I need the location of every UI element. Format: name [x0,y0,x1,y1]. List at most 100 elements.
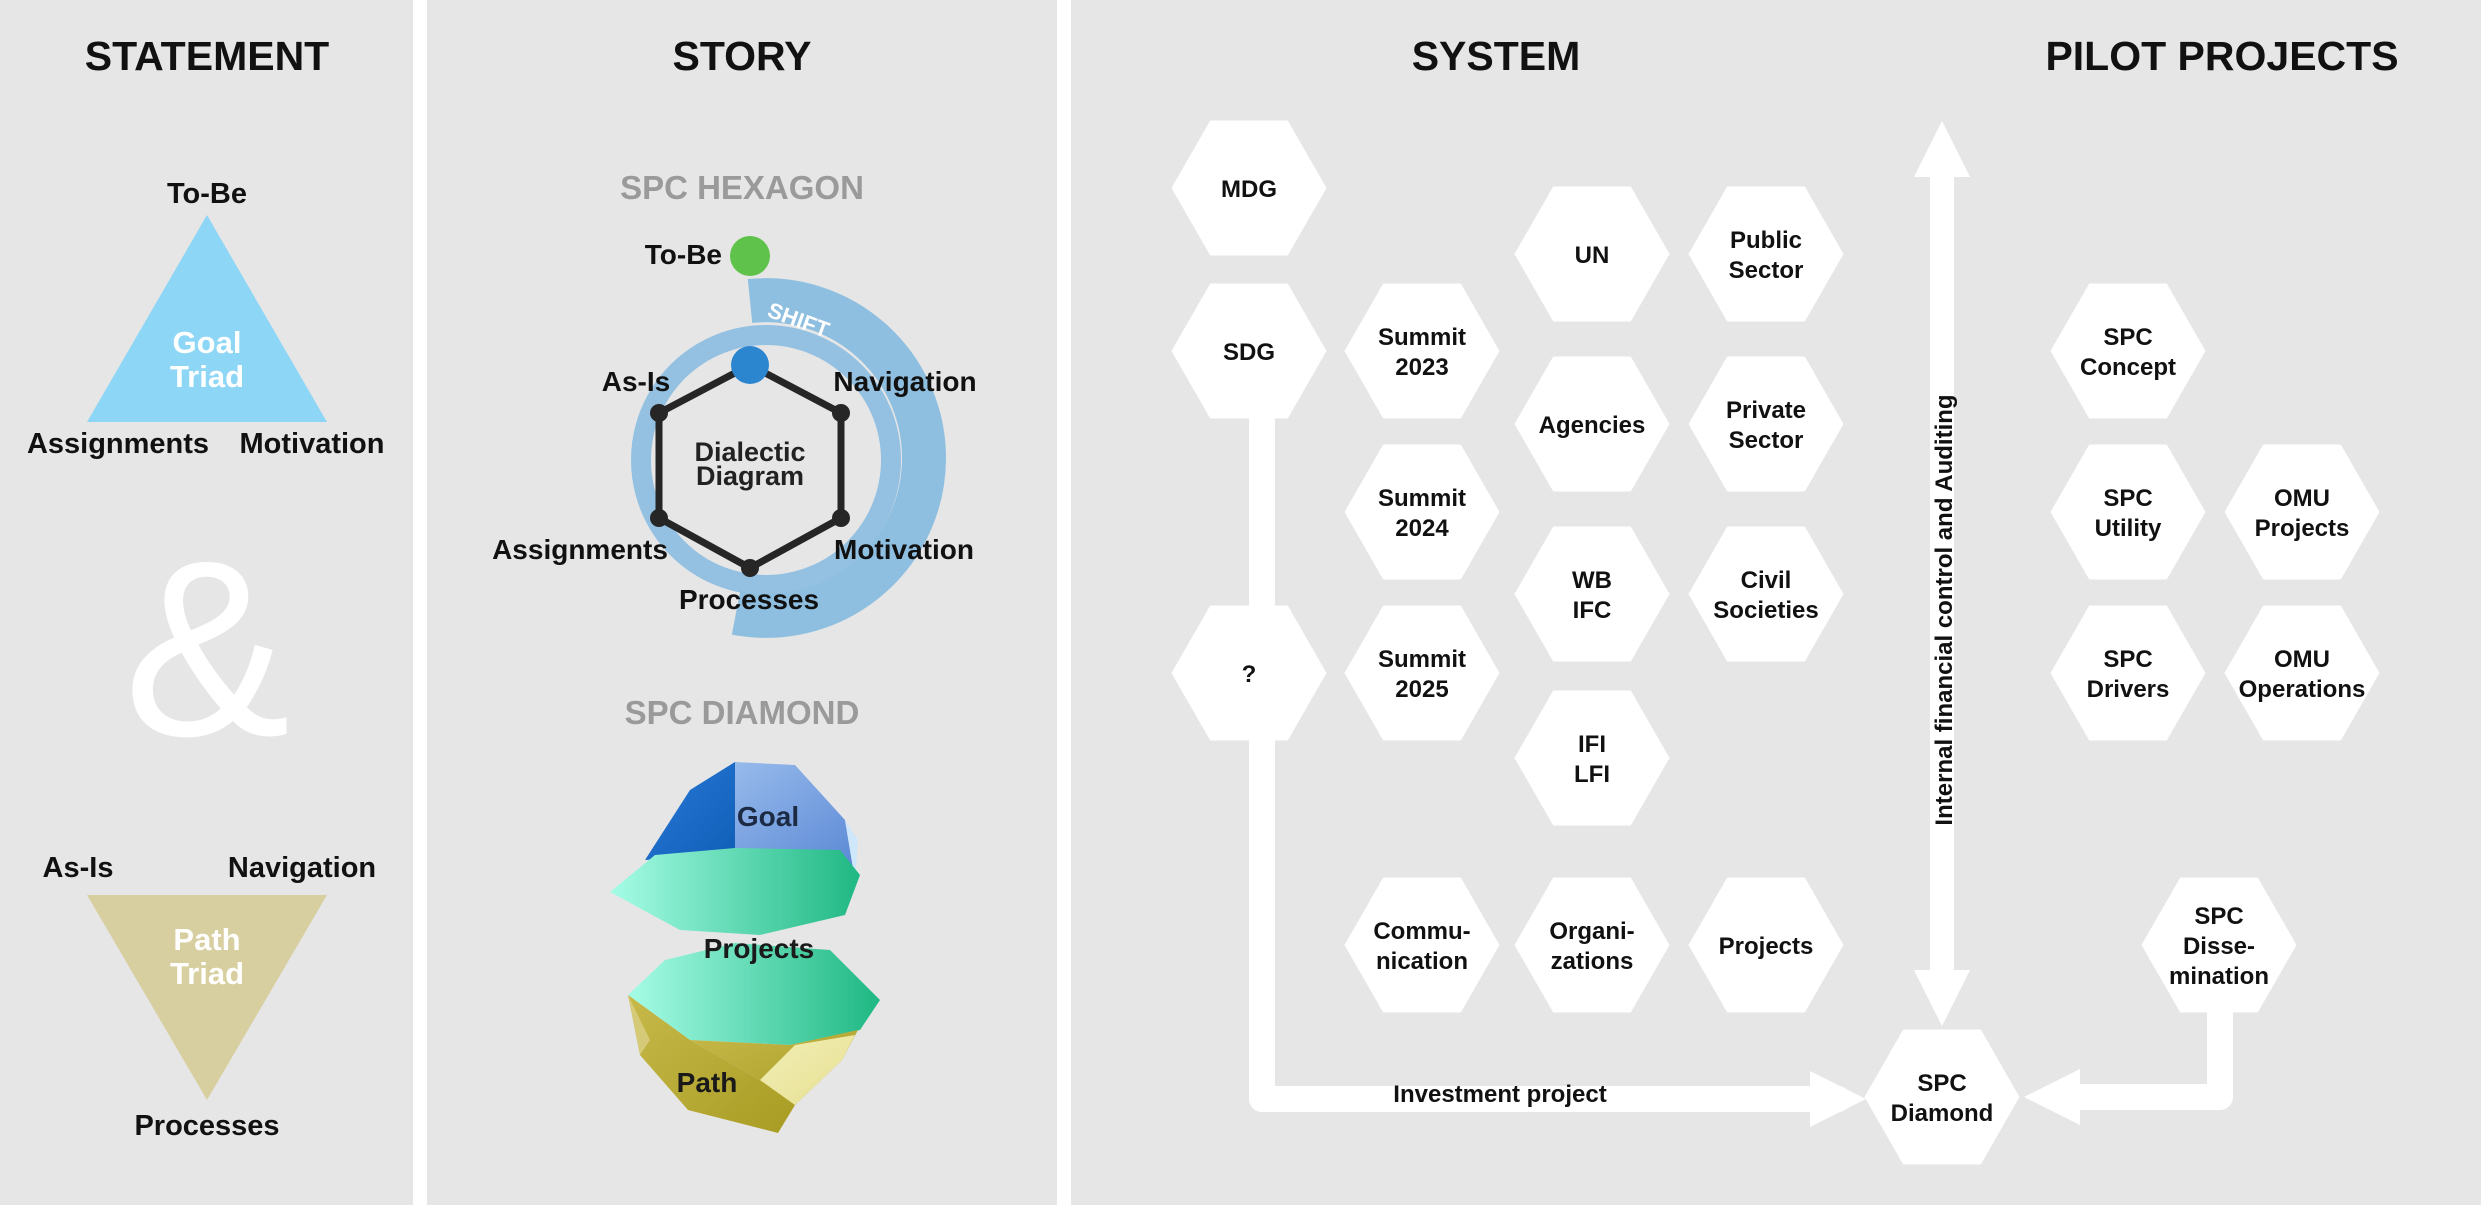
hex-label-public-sector-line2: Sector [1729,257,1804,284]
hex-shape-question [1171,605,1327,741]
hex-shape-spc-dissemination [2141,877,2297,1013]
hex-label-un-line1: UN [1575,242,1610,269]
hex-shape-public-sector [1688,186,1844,322]
path-triad-processes-label: Processes [134,1110,279,1142]
hexagon-to-be-label: To-Be [645,239,722,270]
hex-node-sdg: SDG [1171,283,1327,419]
spc-diamond-title: SPC DIAMOND [625,694,860,731]
hex-label-public-sector-line1: Public [1730,227,1802,254]
hex-shape-spc-diamond [1864,1029,2020,1165]
hex-label-spc-diamond-line1: SPC [1917,1070,1966,1097]
hex-shape-communication [1344,877,1500,1013]
hexagon-motivation-label: Motivation [834,534,974,565]
hex-label-ifi-lfi-line2: LFI [1574,761,1610,788]
hex-vertex-motivation [832,509,850,527]
projects-upper-facet [610,848,860,935]
hex-vertex-processes [741,559,759,577]
hex-shape-omu-operations [2224,605,2380,741]
diamond-projects-label: Projects [704,933,815,964]
hex-node-organizations: Organi-zations [1514,877,1670,1013]
hex-label-omu-projects-line1: OMU [2274,485,2330,512]
audit-connector: Internal financial control and Auditing [1914,121,1970,1026]
hex-shape-projects [1688,877,1844,1013]
hex-shape-civil-societies [1688,526,1844,662]
hex-shape-organizations [1514,877,1670,1013]
hexagon-processes-label: Processes [679,584,819,615]
hex-label-summit-2025-line2: 2025 [1395,676,1448,703]
path-triad-as-is-label: As-Is [43,852,114,884]
hex-shape-ifi-lfi [1514,690,1670,826]
path-facet [628,995,795,1133]
spc-diamond-graphic [610,762,880,1133]
hex-label-organizations-line2: zations [1551,948,1634,975]
ampersand-symbol: & [124,509,291,788]
goal-triad-motivation-label: Motivation [240,428,385,460]
hex-shape-spc-drivers [2050,605,2206,741]
diamond-path-label: Path [677,1067,738,1098]
hex-label-spc-drivers-line2: Drivers [2087,676,2170,703]
hex-shape-omu-projects [2224,444,2380,580]
hex-label-organizations-line1: Organi- [1549,918,1634,945]
hex-shape-summit-2025 [1344,605,1500,741]
investment-arrowhead [1810,1071,1866,1127]
hex-shape-sdg [1171,283,1327,419]
hex-shape-mdg [1171,120,1327,256]
statement-title: STATEMENT [85,33,329,79]
path-triad-name-line2: Triad [170,956,244,991]
hex-label-summit-2024-line2: 2024 [1395,515,1449,542]
to-be-green-dot [730,236,770,276]
dissemination-arrowhead [2024,1069,2080,1125]
audit-arrowhead-top [1914,121,1970,177]
hex-label-communication-line1: Commu- [1373,918,1470,945]
audit-label: Internal financial control and Auditing [1931,394,1958,825]
pilot-projects-title: PILOT PROJECTS [2045,33,2398,79]
hex-label-question-line1: ? [1242,661,1257,688]
hex-shape-spc-concept [2050,283,2206,419]
investment-project-label: Investment project [1393,1081,1606,1108]
spc-hexagon-title: SPC HEXAGON [620,169,864,206]
hex-label-spc-dissemination-line2: Disse- [2183,933,2255,960]
hex-node-communication: Commu-nication [1344,877,1500,1013]
hex-label-civil-societies-line1: Civil [1741,567,1792,594]
hex-node-agencies: Agencies [1514,356,1670,492]
dialectic-diagram-label-line1: Dialectic [694,437,805,467]
hex-node-mdg: MDG [1171,120,1327,256]
hex-label-wb-ifc-line2: IFC [1573,597,1612,624]
hexagon-assignments-label: Assignments [492,534,668,565]
hex-shape-agencies [1514,356,1670,492]
hexagon-as-is-label: As-Is [602,366,670,397]
hex-label-omu-operations-line1: OMU [2274,646,2330,673]
path-facet-light [760,1035,855,1105]
path-triad-triangle [87,895,327,1100]
path-triad-navigation-label: Navigation [228,852,376,884]
hex-node-un: UN [1514,186,1670,322]
projects-lower-facet [628,943,880,1045]
as-is-blue-dot [731,346,769,384]
shift-arc [731,278,947,638]
hex-node-projects: Projects [1688,877,1844,1013]
hex-label-sdg-line1: SDG [1223,339,1275,366]
hex-shape-summit-2023 [1344,283,1500,419]
hex-label-spc-concept-line2: Concept [2080,354,2176,381]
hex-node-summit-2025: Summit 2025 [1344,605,1500,741]
hex-shape-un [1514,186,1670,322]
hexagon-navigation-label: Navigation [833,366,976,397]
hex-label-summit-2023-line2: 2023 [1395,354,1448,381]
path-facet-edge [628,995,650,1055]
hex-shape-summit-2024 [1344,444,1500,580]
hex-vertex-as-is [650,404,668,422]
hex-label-summit-2025-line1: Summit [1378,646,1466,673]
